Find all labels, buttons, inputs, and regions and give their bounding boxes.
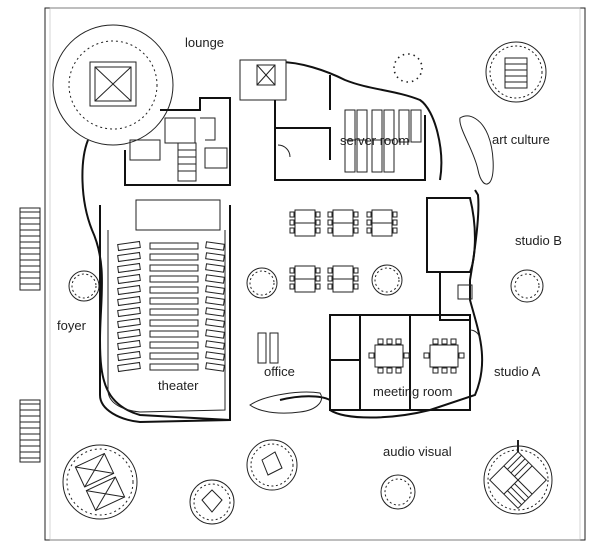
label-studio-b: studio B <box>515 233 562 248</box>
site-boundary-inner <box>49 7 581 541</box>
label-meeting-room: meeting room <box>373 384 452 399</box>
theater-block <box>99 199 231 424</box>
left-stair-top <box>19 207 41 291</box>
label-art-culture: art culture <box>492 132 550 147</box>
meeting-room-block <box>329 314 481 411</box>
label-lounge: lounge <box>185 35 224 50</box>
studio-b-block <box>426 197 476 321</box>
small-rotundas <box>189 439 298 525</box>
column-rings <box>68 264 544 510</box>
server-room-block <box>239 59 426 181</box>
label-theater: theater <box>158 378 199 393</box>
spiral-stair-top-right <box>485 41 547 103</box>
office-pod <box>249 391 323 414</box>
label-foyer: foyer <box>57 318 87 333</box>
label-studio-a: studio A <box>494 364 541 379</box>
elevator-rotunda <box>62 444 138 520</box>
label-audio-visual: audio visual <box>383 444 452 459</box>
building-outline <box>81 61 484 421</box>
core-block <box>124 97 231 186</box>
label-server-room: server room <box>340 133 409 148</box>
open-desks <box>289 209 398 293</box>
art-culture-pod <box>459 115 494 185</box>
label-office: office <box>264 364 295 379</box>
lounge-rotunda <box>52 24 174 146</box>
audio-visual-rotunda <box>483 440 553 515</box>
left-stair-bottom <box>19 399 41 463</box>
office-desks <box>257 332 279 364</box>
column-ring-top <box>393 53 423 83</box>
